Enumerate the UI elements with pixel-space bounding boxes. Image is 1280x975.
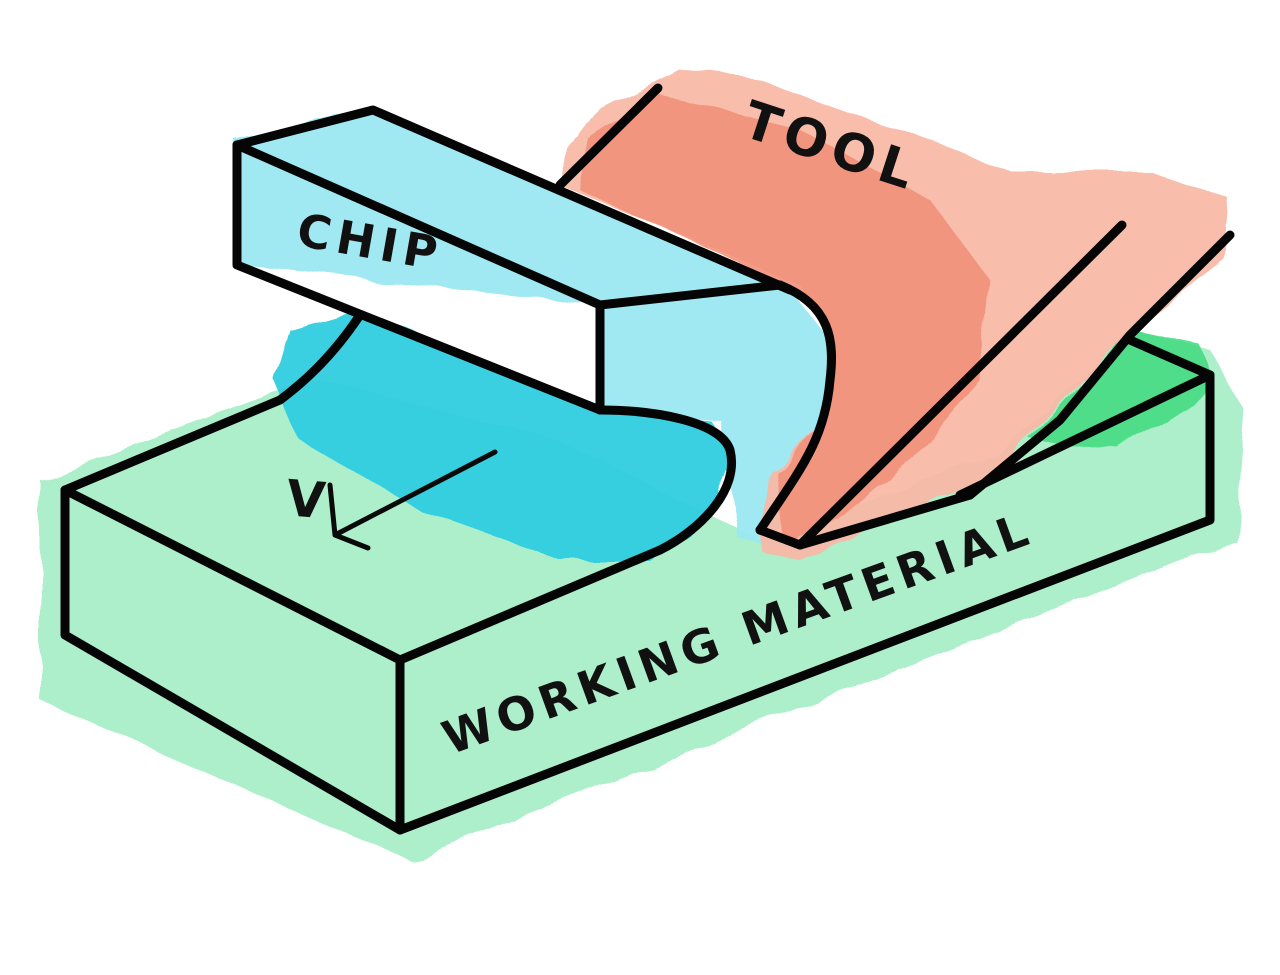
velocity-arrow-icon [327,449,498,551]
working-material-block [60,335,1215,835]
velocity-label: V [284,469,334,531]
tool-shape [555,83,1235,550]
chip-shape [232,105,837,555]
chip-wash [235,110,830,560]
tool-wash [560,70,1230,560]
